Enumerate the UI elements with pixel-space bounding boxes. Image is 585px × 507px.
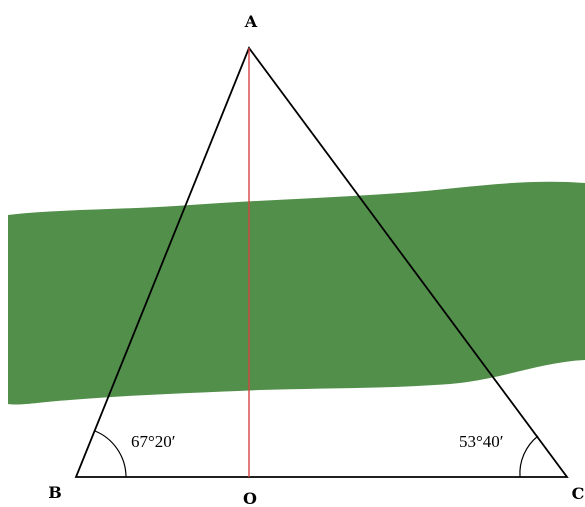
foot-label-o: O: [243, 489, 257, 507]
triangle-abc: [74, 46, 569, 478]
angle-label-b: 67°20′: [131, 432, 176, 451]
angle-label-c: 53°40′: [459, 432, 504, 451]
vertex-label-b: B: [48, 483, 62, 502]
river-band: [8, 181, 585, 405]
vertex-label-a: A: [244, 12, 258, 31]
angle-arc-c: [519, 435, 539, 478]
vertex-label-c: C: [572, 484, 585, 503]
angle-arc-b: [94, 430, 127, 478]
